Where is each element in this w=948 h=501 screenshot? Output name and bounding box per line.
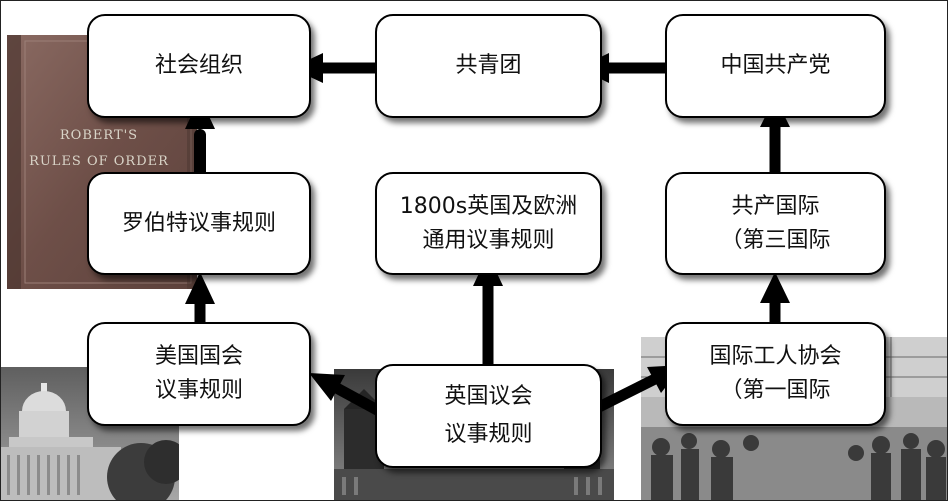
- node-yingguo-yihui: 英国议会 议事规则: [375, 364, 602, 468]
- node-shehui-zuzhi: 社会组织: [87, 14, 311, 118]
- node-zhongguo-gongchandang: 中国共产党: [665, 14, 886, 118]
- node-label-line1: 美国国会: [154, 344, 243, 369]
- node-label: 社会组织: [154, 53, 243, 78]
- node-label: 中国共产党: [720, 53, 831, 78]
- node-label: 共青团: [455, 53, 522, 78]
- arrow-guoji-gongren-to-gongchan-guoji: [760, 272, 790, 323]
- node-label-line1: 共产国际: [731, 193, 820, 219]
- node-luobote: 罗伯特议事规则: [87, 172, 311, 275]
- node-guoji-gongren: 国际工人协会 （第一国际: [665, 322, 886, 426]
- book-title-line1: ROBERT'S: [60, 128, 138, 143]
- arrow-yingguo-yihui-to-meiguo-guohui: [309, 373, 382, 416]
- arrow-meiguo-guohui-to-luobote: [185, 272, 215, 323]
- node-label-line1: 国际工人协会: [709, 344, 842, 369]
- book-title-line2: RULES OF ORDER: [29, 154, 169, 169]
- node-label-line2: （第一国际: [720, 378, 831, 403]
- node-label-line1: 1800s英国及欧洲: [399, 193, 578, 219]
- node-meiguo-guohui: 美国国会 议事规则: [87, 322, 311, 426]
- node-label-line2: 议事规则: [444, 422, 533, 447]
- node-label-line2: （第三国际: [720, 227, 831, 253]
- node-gongchan-guoji: 共产国际 （第三国际: [665, 172, 886, 275]
- node-europe-1800s: 1800s英国及欧洲 通用议事规则: [375, 172, 602, 275]
- node-gongqingtuan: 共青团: [375, 14, 602, 118]
- node-label-line1: 英国议会: [444, 384, 533, 409]
- node-label: 罗伯特议事规则: [121, 210, 276, 236]
- node-label-line2: 通用议事规则: [422, 227, 555, 253]
- node-label-line2: 议事规则: [154, 378, 243, 403]
